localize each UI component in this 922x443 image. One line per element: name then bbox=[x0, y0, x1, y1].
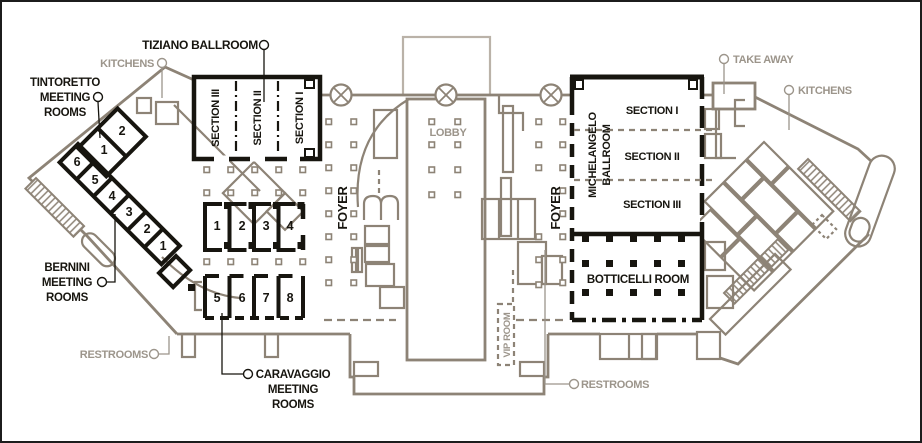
tiziano-section-2: SECTION II bbox=[252, 90, 264, 145]
label-bernini-line2: MEETING bbox=[42, 277, 93, 289]
tiziano-section-3: SECTION III bbox=[210, 89, 222, 147]
room-number: 8 bbox=[287, 291, 294, 305]
label-michelangelo-line2: BALLROOM bbox=[601, 124, 613, 185]
label-lobby: LOBBY bbox=[429, 127, 467, 139]
vip-room-outline bbox=[496, 302, 516, 367]
room-number: 6 bbox=[74, 155, 81, 169]
label-foyer-left: FOYER bbox=[335, 185, 350, 229]
label-vip-room: VIP ROOM bbox=[502, 312, 513, 357]
escalator bbox=[501, 104, 515, 174]
michelangelo-section-1: SECTION I bbox=[626, 105, 679, 117]
leader-dot bbox=[92, 91, 104, 103]
label-kitchens-right: KITCHENS bbox=[798, 85, 852, 97]
label-foyer-right: FOYER bbox=[548, 185, 563, 229]
room-number: 4 bbox=[109, 189, 116, 203]
leader-dot bbox=[718, 53, 730, 65]
label-bernini-line1: BERNINI bbox=[44, 262, 89, 274]
label-botticelli-room: BOTTICELLI ROOM bbox=[587, 274, 689, 286]
labels: TIZIANO BALLROOM TINTORETTO MEETING ROOM… bbox=[30, 38, 852, 411]
label-restrooms-left: RESTROOMS bbox=[80, 349, 148, 361]
room-number: 1 bbox=[101, 143, 108, 157]
michelangelo-section-3: SECTION III bbox=[623, 199, 681, 211]
leader-lines bbox=[92, 39, 795, 390]
label-caravaggio-line1: CARAVAGGIO bbox=[256, 369, 331, 381]
room-number: 2 bbox=[119, 124, 126, 138]
room-number: 6 bbox=[239, 291, 246, 305]
leader-dot bbox=[148, 348, 160, 360]
label-take-away: TAKE AWAY bbox=[733, 54, 794, 66]
room-number: 7 bbox=[263, 291, 270, 305]
room-number: 3 bbox=[126, 205, 133, 219]
label-caravaggio-line2: MEETING bbox=[268, 384, 319, 396]
tiziano-section-1: SECTION I bbox=[294, 92, 306, 145]
tintoretto-bernini-rooms bbox=[56, 105, 195, 291]
label-restrooms-right: RESTROOMS bbox=[581, 379, 649, 391]
room-number: 4 bbox=[287, 219, 294, 233]
leader-dot bbox=[156, 57, 168, 69]
michelangelo-section-2: SECTION II bbox=[624, 151, 679, 163]
room-number: 5 bbox=[92, 173, 99, 187]
label-tintoretto-line2: MEETING bbox=[40, 92, 91, 104]
room-number: 2 bbox=[144, 222, 151, 236]
room-number: 3 bbox=[263, 219, 270, 233]
label-tiziano-ballroom: TIZIANO BALLROOM bbox=[142, 38, 258, 52]
ramp bbox=[844, 154, 896, 248]
leader-dot bbox=[783, 84, 795, 96]
label-tintoretto-line1: TINTORETTO bbox=[30, 77, 100, 89]
room-number: 1 bbox=[214, 219, 221, 233]
label-kitchens-left: KITCHENS bbox=[100, 58, 154, 70]
label-tintoretto-line3: ROOMS bbox=[44, 107, 87, 119]
leader-dot bbox=[96, 276, 108, 288]
leader-dot bbox=[242, 368, 254, 380]
leader-dot bbox=[568, 378, 580, 390]
leader-dot bbox=[258, 39, 270, 51]
escalator bbox=[499, 176, 513, 238]
label-michelangelo-line1: MICHELANGELO bbox=[587, 111, 599, 197]
label-caravaggio-line3: ROOMS bbox=[272, 399, 315, 411]
label-bernini-line3: ROOMS bbox=[46, 292, 89, 304]
interior-gray-details bbox=[80, 95, 896, 367]
room-number: 5 bbox=[214, 291, 221, 305]
kitchen-left-room bbox=[135, 96, 153, 115]
michelangelo-ballroom bbox=[569, 74, 714, 323]
tiziano-ballroom bbox=[191, 74, 323, 162]
kitchen-left-room bbox=[154, 100, 180, 126]
caravaggio-rooms bbox=[193, 202, 306, 320]
room-number: 1 bbox=[160, 239, 167, 253]
room-number: 2 bbox=[239, 219, 246, 233]
